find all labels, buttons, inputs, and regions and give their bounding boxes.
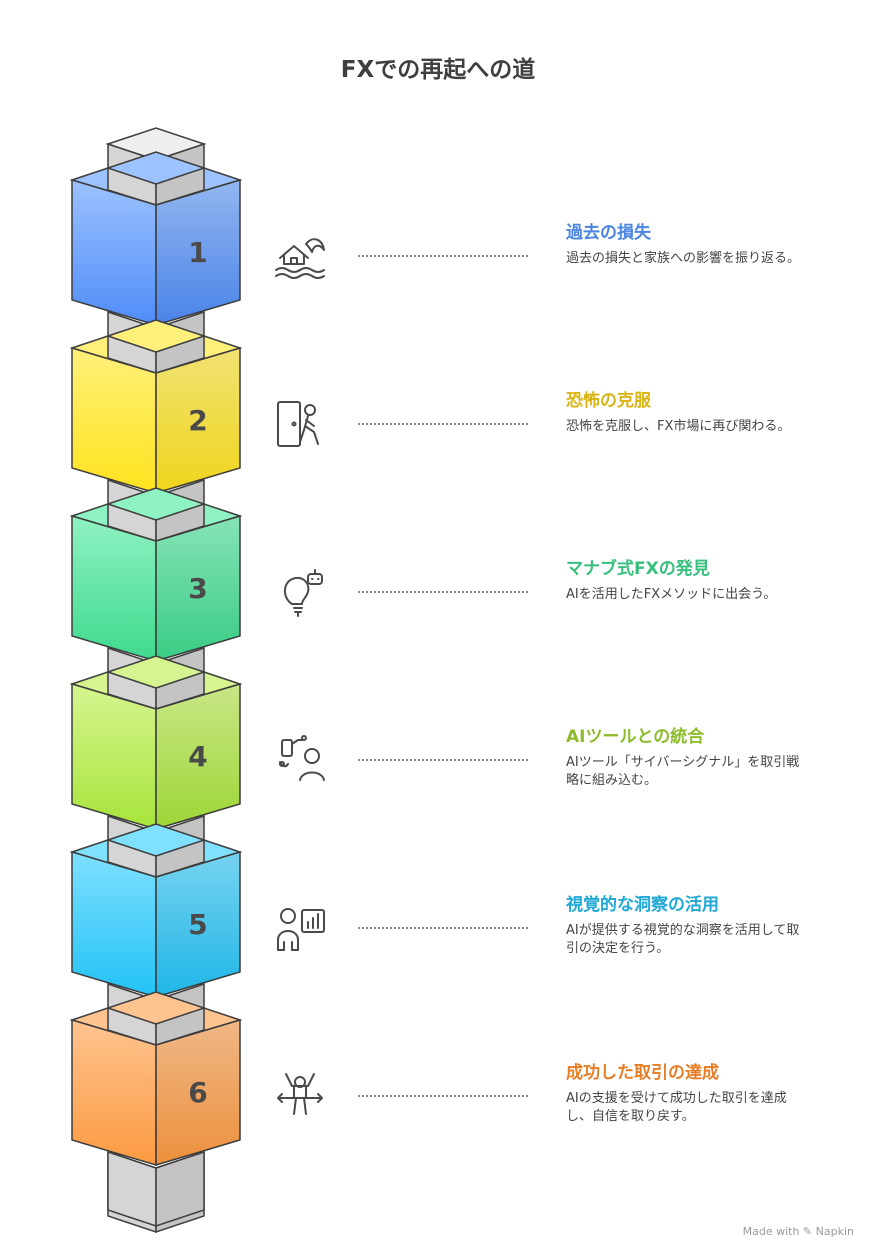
connector-dots [358,759,528,761]
step-description: 過去の損失と家族への影響を振り返る。 [566,251,801,266]
step-row-4: AIツールとの統合 AIツール「サイバーシグナル」を取引戦略に組み込む。 [0,702,876,822]
lightbulb-robot-icon [272,564,328,620]
cube-number-5: 5 [188,908,207,941]
cube-number-6: 6 [188,1076,207,1109]
napkin-credit: Made with ✎ Napkin [742,1225,854,1238]
step-row-2: 恐怖の克服 恐怖を克服し、FX市場に再び関わる。 [0,366,876,486]
cube-1: 1 [69,151,243,327]
step-row-1: 過去の損失 過去の損失と家族への影響を振り返る。 [0,198,876,318]
step-description: AIが提供する視覚的な洞察を活用して取引の決定を行う。 [566,923,800,956]
step-description: 恐怖を克服し、FX市場に再び関わる。 [566,419,791,434]
page-title: FXでの再起への道 [340,57,536,83]
connector-dots [358,927,528,929]
step-heading: 恐怖の克服 [566,391,651,411]
step-heading: 視覚的な洞察の活用 [566,895,719,915]
cube-number-1: 1 [188,236,207,269]
connector-dots [358,423,528,425]
connector-dots [358,591,528,593]
cube-5: 5 [69,823,243,999]
house-flood-icon [272,228,328,284]
cube-number-2: 2 [188,404,207,437]
person-with-chart-icon [272,900,328,956]
connector-dots [358,255,528,257]
shaft-top-cap [105,127,207,161]
step-heading: 過去の損失 [566,223,651,243]
person-leaving-door-icon [272,396,328,452]
cube-3: 3 [69,487,243,663]
cube-6: 6 [69,991,243,1167]
step-heading: 成功した取引の達成 [566,1063,719,1083]
step-row-3: マナブ式FXの発見 AIを活用したFXメソッドに出会う。 [0,534,876,654]
step-heading: マナブ式FXの発見 [566,559,710,579]
step-row-5: 視覚的な洞察の活用 AIが提供する視覚的な洞察を活用して取引の決定を行う。 [0,870,876,990]
step-description: AIを活用したFXメソッドに出会う。 [566,587,777,602]
cube-number-4: 4 [188,740,207,773]
person-celebrating-finish-icon [272,1068,328,1124]
cube-2: 2 [69,319,243,495]
shaft-segment-6 [107,1150,205,1228]
cube-number-3: 3 [188,572,207,605]
step-description: AIの支援を受けて成功した取引を達成し、自信を取り戻す。 [566,1091,787,1124]
step-row-6: 成功した取引の達成 AIの支援を受けて成功した取引を達成し、自信を取り戻す。 [0,1038,876,1158]
connector-dots [358,1095,528,1097]
step-description: AIツール「サイバーシグナル」を取引戦略に組み込む。 [566,755,800,788]
cube-4: 4 [69,655,243,831]
user-with-device-icon [272,732,328,788]
step-heading: AIツールとの統合 [566,727,705,747]
